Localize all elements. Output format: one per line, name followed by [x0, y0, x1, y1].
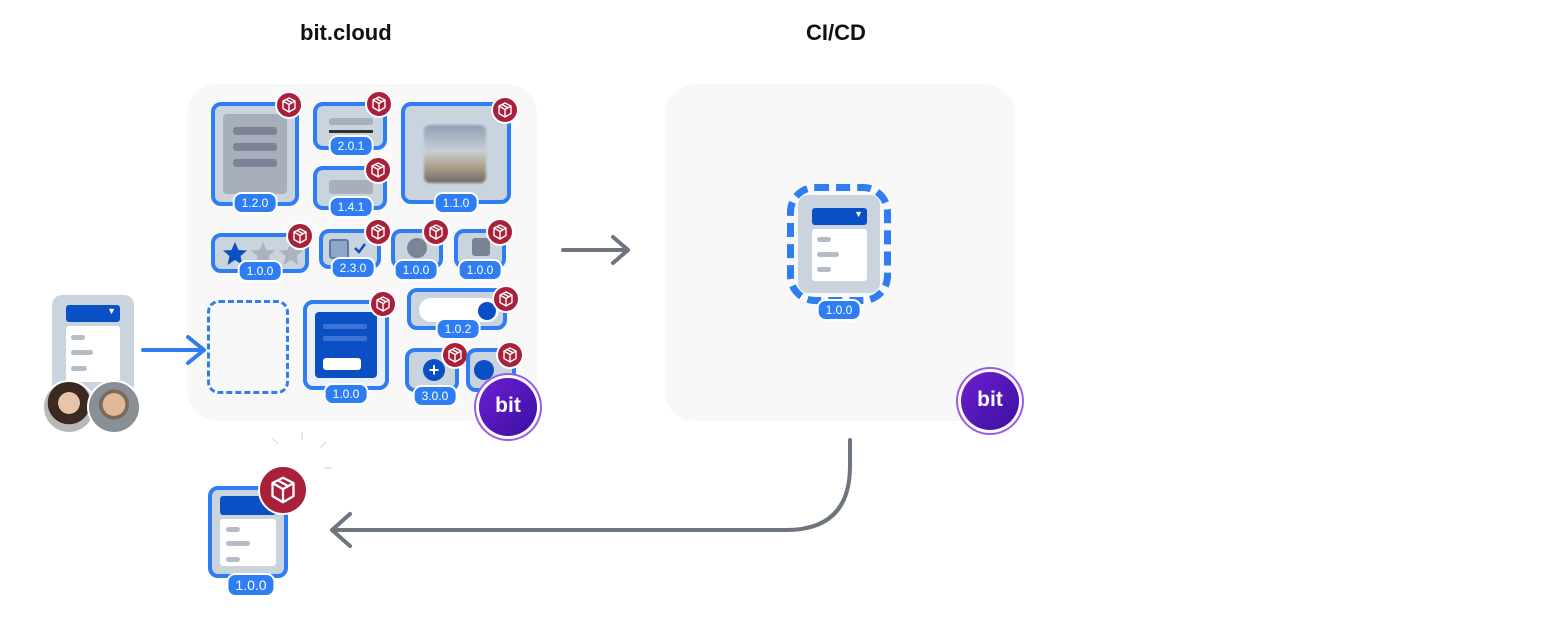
checkbox-unchecked — [329, 239, 349, 259]
card-button — [323, 358, 361, 370]
image-component[interactable] — [401, 102, 511, 204]
arrow-right-icon — [561, 235, 630, 265]
version-badge: 1.0.2 — [435, 318, 481, 340]
package-icon — [441, 341, 469, 369]
developer-avatar — [87, 380, 141, 434]
bit-logo: bit — [479, 378, 537, 436]
circle-fill — [474, 360, 494, 380]
list-line — [226, 527, 240, 532]
sparkle-decoration — [271, 432, 332, 469]
package-icon — [365, 90, 393, 118]
dropdown-component-draft[interactable]: ▼ — [52, 295, 134, 395]
cicd-title: CI/CD — [806, 20, 866, 45]
dropdown-list — [220, 519, 276, 566]
list-line — [226, 541, 250, 546]
version-badge: 1.0.0 — [816, 299, 862, 321]
version-badge: 1.2.0 — [232, 192, 278, 214]
package-icon — [286, 222, 314, 250]
toggle-knob — [478, 302, 496, 320]
version-badge: 1.1.0 — [433, 192, 479, 214]
dropdown-list — [812, 229, 867, 281]
dropdown-caret-icon: ▼ — [854, 209, 863, 219]
package-icon — [364, 156, 392, 184]
dropdown-header: ▼ — [66, 305, 120, 322]
version-badge: 1.0.0 — [457, 259, 503, 281]
doc-line — [233, 159, 277, 167]
list-line — [226, 557, 240, 562]
star-icon — [223, 242, 303, 265]
package-icon — [492, 285, 520, 313]
package-icon — [369, 290, 397, 318]
empty-component-slot[interactable] — [207, 300, 289, 394]
doc-line — [233, 127, 277, 135]
package-icon — [275, 91, 303, 119]
dropdown-caret-icon: ▼ — [107, 306, 116, 316]
square-fill — [472, 238, 490, 256]
version-badge: 1.0.0 — [226, 573, 276, 597]
image-thumbnail — [424, 125, 486, 183]
package-icon — [258, 465, 308, 515]
list-line — [71, 350, 93, 355]
checkbox-checked — [351, 239, 369, 257]
version-badge: 3.0.0 — [412, 385, 458, 407]
avatar-circle — [407, 238, 427, 258]
published-dropdown-component[interactable] — [208, 486, 288, 578]
checkmark-icon — [354, 243, 366, 254]
package-icon — [486, 218, 514, 246]
bit-logo: bit — [961, 372, 1019, 430]
arrow-right-icon — [141, 335, 206, 365]
version-badge: 1.0.0 — [393, 259, 439, 281]
dropdown-component-building[interactable]: ▼ — [798, 195, 880, 293]
divider-bar — [329, 118, 373, 125]
version-badge: 2.0.1 — [328, 135, 374, 157]
version-badge: 1.4.1 — [328, 196, 374, 218]
divider-line — [329, 130, 373, 133]
doc-component[interactable] — [211, 102, 299, 206]
package-icon — [496, 341, 524, 369]
package-icon — [422, 218, 450, 246]
curved-arrow-icon — [330, 438, 852, 548]
plus-icon: + — [423, 359, 445, 381]
version-badge: 1.0.0 — [237, 260, 283, 282]
doc-page — [223, 114, 287, 194]
list-line — [71, 366, 87, 371]
list-line — [817, 252, 839, 257]
doc-line — [233, 143, 277, 151]
list-line — [71, 335, 85, 340]
version-badge: 2.3.0 — [330, 257, 376, 279]
list-line — [817, 267, 831, 272]
card-line — [323, 324, 367, 329]
version-badge: 1.0.0 — [323, 383, 369, 405]
package-icon — [491, 96, 519, 124]
card-line — [323, 336, 367, 341]
list-line — [817, 237, 831, 242]
box-fill — [329, 180, 373, 194]
bit-cloud-title: bit.cloud — [300, 20, 392, 45]
dropdown-list — [66, 326, 120, 382]
dropdown-header: ▼ — [812, 208, 867, 225]
package-icon — [364, 218, 392, 246]
